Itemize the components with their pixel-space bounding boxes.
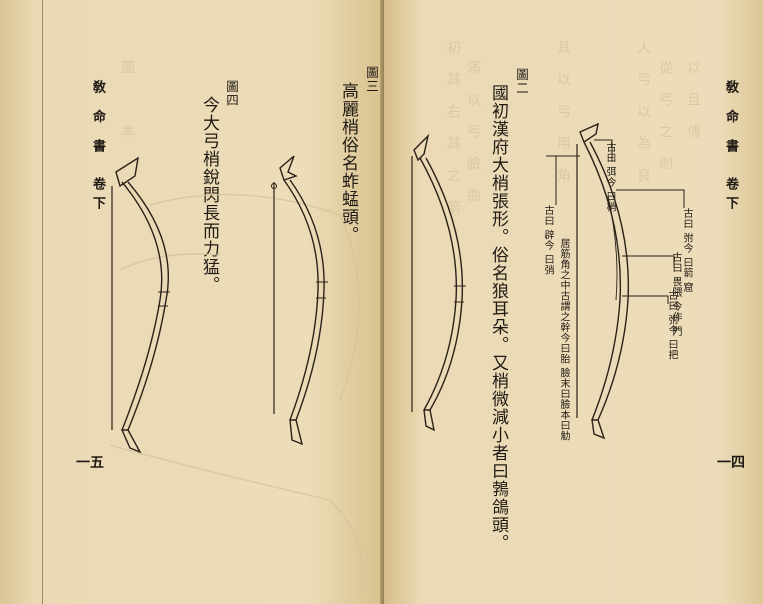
bleed-through-text-3: 其 以 弓 用 角 <box>555 40 571 184</box>
figure-4-label: 圖四 <box>224 80 239 107</box>
annotation-tip: 古曰 弭今 曰梢 <box>604 142 615 213</box>
running-header: 敎 命 書 卷下 <box>88 80 107 215</box>
annotation-nock: 古曰 辟今 曰弰 <box>542 205 553 276</box>
bow-figure-2 <box>411 133 466 432</box>
annotation-core: 居筋角之中古謂之幹今曰胎 臉末曰臉本曰觔 <box>558 238 569 442</box>
running-header-right: 敎 命 書 卷下 <box>721 80 740 215</box>
bleed-through-text-1: 初 其 右 其 之 箭 <box>445 40 461 216</box>
figure-2-label: 圖二 <box>514 68 529 95</box>
annotation-arrow-rest: 古曰 弣今 曰箭 窟 <box>681 208 692 293</box>
left-bow-illustrations <box>109 155 363 591</box>
labeled-bow-diagram <box>576 122 630 440</box>
left-page-number: 一五 <box>76 455 104 471</box>
figure-2-caption: 國初漢府大梢張形。俗名狼耳朵。又梢微減小者曰鵓鴿頭。 <box>488 84 508 552</box>
annotation-grip: 古曰 弣今 曰把 <box>666 290 677 361</box>
book-title: 敎 命 書 <box>90 80 105 159</box>
right-page: 初 其 右 其 之 箭 滿 以 弓 臉 曲 其 以 弓 用 角 人 弓 以 為 … <box>384 0 763 604</box>
bow-figure-3 <box>271 155 328 446</box>
bleed-through-text-4: 人 弓 以 為 良 <box>635 40 651 184</box>
bleed-through-text-5: 從 弓 之 則 <box>657 60 673 172</box>
figure-3-caption: 高麗梢俗名蚱蜢頭。 <box>338 82 358 244</box>
figure-3-label: 圖三 <box>364 66 379 93</box>
right-page-number: 一四 <box>717 455 745 471</box>
bow-figure-4 <box>111 156 170 454</box>
bleed-through-bow <box>109 193 363 591</box>
book-title-right: 敎 命 書 <box>723 80 738 159</box>
bleed-through-text-2: 滿 以 弓 臉 曲 <box>465 60 481 204</box>
page-border-line <box>42 0 43 604</box>
volume-label-right: 卷下 <box>723 177 738 216</box>
volume-label: 卷下 <box>90 177 105 216</box>
annotation-curve: 古曰 畏隈 今作 門 <box>670 252 681 337</box>
left-page: 圖 本 敎 命 書 卷下 圖三 高麗梢俗名蚱蜢頭。 圖四 今大弓梢銳閃長而力猛。… <box>0 0 384 604</box>
bleed-through-text: 圖 本 <box>119 60 135 140</box>
annotation-leader-lines <box>546 139 685 304</box>
bleed-through-text-6: 以 且 傳 <box>685 60 701 140</box>
right-bow-illustrations <box>411 122 685 440</box>
